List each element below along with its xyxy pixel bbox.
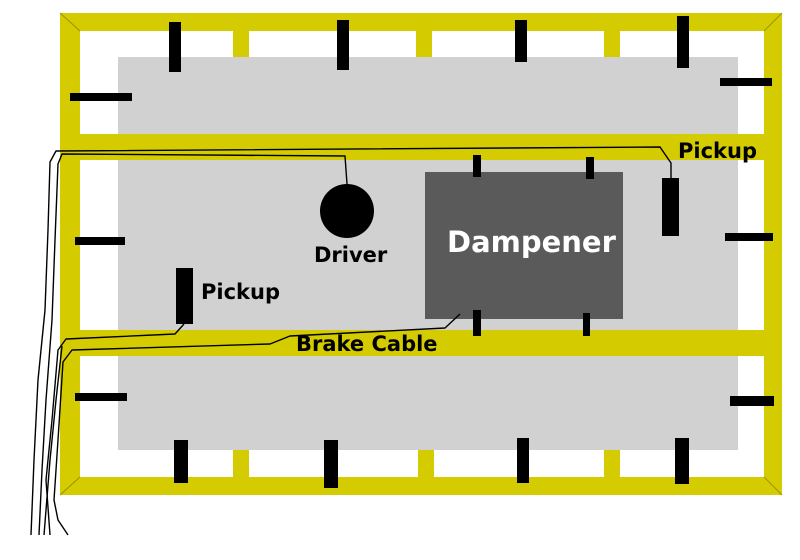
- dampener-box: [425, 172, 623, 319]
- frame-left-rail: [60, 13, 80, 495]
- mount-group: [70, 16, 774, 488]
- mount-right-3: [730, 396, 774, 406]
- mount-left-3: [75, 393, 127, 401]
- frame-post-bottom-3: [604, 450, 620, 479]
- mount-bottom-2: [324, 440, 338, 488]
- frame-crossbar-upper: [78, 134, 766, 160]
- dampener-mount-top-1: [473, 155, 481, 177]
- frame-post-top-2: [416, 29, 432, 57]
- frame-outline: [59, 12, 783, 496]
- driver-element: [320, 184, 374, 238]
- mount-bottom-4: [675, 438, 689, 484]
- frame-top-rail: [60, 13, 782, 31]
- frame-post-bottom-1: [233, 450, 249, 479]
- dampener-mount-bottom-1: [473, 310, 481, 336]
- frame-post-top-3: [604, 29, 620, 57]
- mount-bottom-1: [174, 440, 188, 483]
- wire-pickup-right: [30, 146, 672, 536]
- panel-bottom: [118, 355, 738, 450]
- dampener-label: Dampener: [447, 225, 617, 259]
- dampener-mount-bottom-2: [583, 313, 590, 336]
- wire-group: [30, 146, 672, 536]
- pickup-left-element: [176, 268, 193, 324]
- frame-group: [60, 13, 782, 495]
- mount-right-1: [720, 78, 772, 86]
- dampener-mount-top-2: [586, 157, 594, 179]
- frame-post-bottom-2: [418, 450, 434, 479]
- wire-pickup-left: [45, 323, 185, 536]
- frame-bottom-rail: [60, 477, 782, 495]
- mount-left-2: [75, 237, 125, 245]
- mount-right-2: [725, 233, 773, 241]
- mount-top-1: [169, 22, 181, 72]
- frame-post-top-1: [233, 29, 249, 57]
- mount-top-4: [677, 16, 689, 68]
- brake-cable-label: Brake Cable: [296, 332, 438, 356]
- mount-bottom-3: [517, 438, 529, 483]
- wire-driver: [38, 153, 348, 536]
- wire-brake-cable: [53, 313, 461, 536]
- frame-crossbar-lower: [78, 330, 766, 356]
- panel-top: [118, 57, 738, 135]
- mount-left-1: [70, 93, 132, 101]
- wire-brake-cable-return: [43, 345, 63, 536]
- pickup-left-label: Pickup: [201, 280, 280, 304]
- driver-label: Driver: [314, 243, 388, 267]
- pickup-right-element: [662, 178, 679, 236]
- frame-right-rail: [764, 13, 782, 495]
- pickup-right-label: Pickup: [678, 139, 757, 163]
- mount-top-2: [337, 20, 349, 70]
- mount-top-3: [515, 20, 527, 62]
